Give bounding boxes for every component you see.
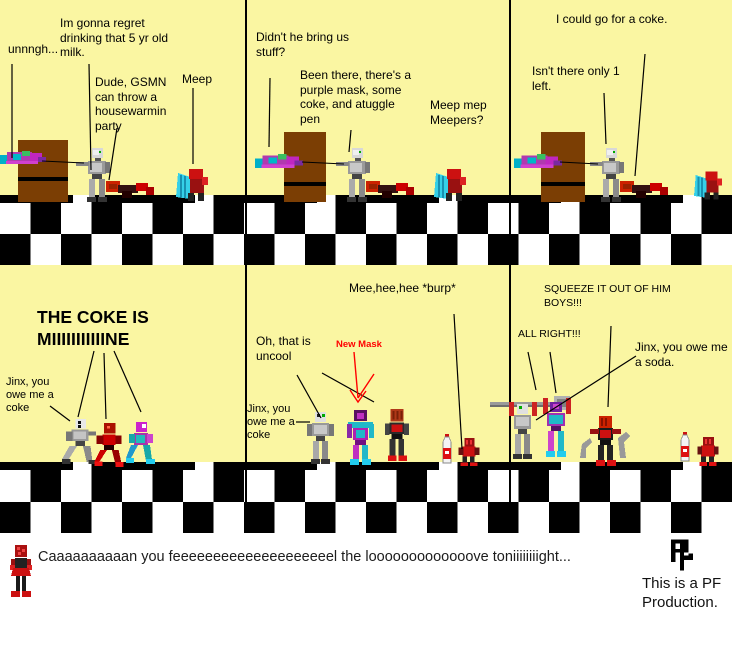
speech-jinx-coke-1: Jinx, you owe me a coke	[6, 376, 54, 414]
panel-divider-right	[509, 0, 511, 533]
speech-squeeze: SQUEEZE IT OUT OF HIM BOYS!!!	[544, 283, 671, 309]
footer-area	[0, 533, 732, 646]
purple-lying-figure	[255, 154, 303, 168]
meep-figure	[694, 171, 722, 200]
small-red-figure	[458, 438, 480, 466]
speech-been: Been there, there's a purple mask, some …	[300, 68, 412, 126]
meep-figure	[176, 169, 208, 201]
silver-robot	[336, 148, 370, 202]
meep-figure	[434, 169, 466, 201]
table	[541, 132, 585, 202]
speech-stuff: Didn't he bring us stuff?	[256, 30, 350, 59]
speech-burp: Mee,hee,hee *burp*	[349, 281, 456, 295]
floor-row-2b	[0, 501, 732, 533]
pf-logo-icon	[671, 539, 693, 571]
floor-row-2a	[0, 470, 732, 502]
purple-robot-arms-up	[543, 398, 571, 457]
speech-meep-mep: Meep mep Meepers?	[430, 98, 487, 127]
silver-robot	[76, 148, 110, 202]
purple-lying-figure	[0, 151, 46, 164]
silver-robot-arms-up	[509, 402, 537, 459]
floor-row-1a	[0, 203, 732, 234]
speech-all-right: ALL RIGHT!!!	[518, 328, 581, 340]
floor-strip-2	[0, 462, 732, 470]
running-red-figure	[94, 423, 124, 467]
speech-uncool: Oh, that is uncool	[256, 334, 311, 363]
song-caption: Caaaaaaaaaan you feeeeeeeeeeeeeeeeeeeel …	[38, 549, 571, 565]
red-lying-figure	[620, 181, 668, 198]
silver-robot	[590, 148, 624, 202]
coke-bottle	[680, 432, 690, 462]
speech-milk: Im gonna regret drinking that 5 yr old m…	[60, 16, 169, 59]
speech-party: Dude, GSMN can throw a housewarmin party	[95, 75, 167, 133]
speech-could-go-coke: I could go for a coke.	[556, 12, 668, 26]
footer-red-figure	[10, 545, 32, 597]
red-lying-figure	[366, 181, 414, 198]
speech-jinx-coke-2: Jinx, you owe me a coke	[247, 403, 295, 441]
red-clawed-figure	[580, 416, 630, 466]
floor-row-1b	[0, 234, 732, 265]
running-silver-robot	[62, 419, 99, 464]
shout-coke-is-mine: THE COKE IS MIIIIIIIIIIINE	[37, 307, 149, 349]
table	[18, 140, 68, 202]
rust-figure	[384, 408, 410, 462]
label-new-mask: New Mask	[336, 339, 382, 350]
panel-divider-left	[245, 0, 247, 533]
purple-lying-figure	[514, 154, 562, 168]
red-lying-figure	[106, 181, 154, 198]
speech-meep: Meep	[182, 72, 213, 86]
purple-newmask-figure	[347, 410, 374, 465]
small-red-figure	[697, 437, 719, 466]
speech-only-one-left: Isn't there only 1 left.	[532, 64, 620, 93]
running-purple-figure	[126, 422, 155, 464]
coke-bottle	[442, 434, 452, 464]
production-credit: This is a PF Production.	[642, 575, 722, 611]
speech-groan: unnngh...	[8, 42, 59, 56]
speech-jinx-soda: Jinx, you owe me a soda.	[635, 340, 728, 369]
